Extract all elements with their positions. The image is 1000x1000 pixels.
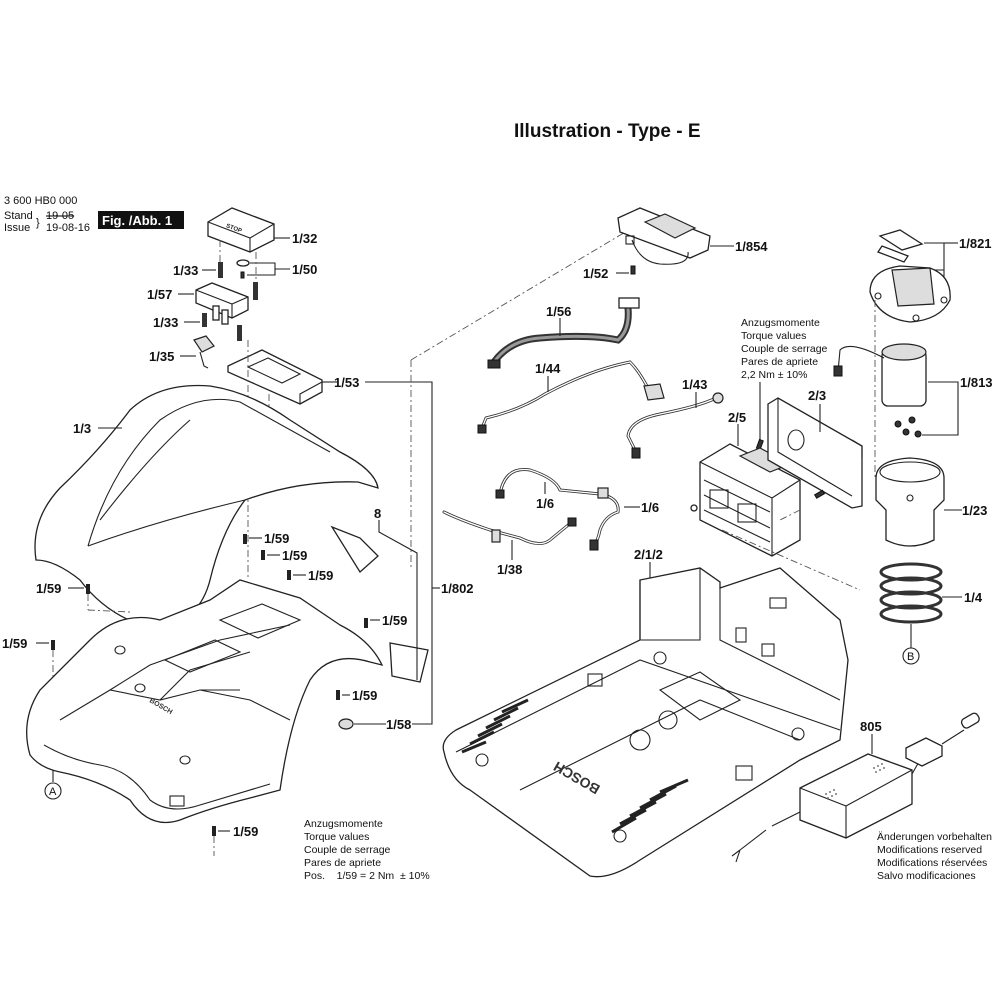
label-1-50: 1/50 [292, 262, 317, 277]
label-1-3: 1/3 [73, 421, 91, 436]
label-2-1-2: 2/1/2 [634, 547, 663, 562]
label-2-5: 2/5 [728, 410, 746, 425]
label-1-59-b: 1/59 [282, 548, 307, 563]
part-1-23-motor-housing [875, 457, 945, 547]
label-1-854: 1/854 [735, 239, 768, 254]
torque-note-lower-line-1: Anzugsmomente [304, 818, 383, 830]
label-1-23: 1/23 [962, 503, 987, 518]
torque-note-lower-line-4: Pares de apriete [304, 857, 381, 869]
torque-note-lower-line-5: Pos. 1/59 = 2 Nm ± 10% [304, 870, 430, 882]
label-8: 8 [374, 506, 381, 521]
torque-note-upper-line-3: Couple de serrage [741, 343, 828, 355]
modifications-note-line-4: Salvo modificaciones [877, 870, 976, 882]
issue-value: 19-08-16 [46, 222, 90, 234]
screw-group-1-59 [51, 534, 368, 836]
part-1-4-spring [879, 562, 943, 624]
part-1-35-latch [193, 335, 215, 369]
part-2-5-control-module [690, 443, 801, 557]
label-1-58: 1/58 [386, 717, 411, 732]
label-1-44: 1/44 [535, 361, 561, 376]
torque-note-lower-line-2: Torque values [304, 831, 369, 843]
label-1-59-c: 1/59 [308, 568, 333, 583]
part-1-32-cover: STOP [207, 207, 275, 253]
stand-label: Stand [4, 210, 33, 222]
torque-note-upper: Anzugsmomente Torque values Couple de se… [741, 317, 828, 381]
part-1-57-switch [195, 282, 249, 325]
label-1-32: 1/32 [292, 231, 317, 246]
torque-note-upper-line-4: Pares de apriete [741, 356, 818, 368]
modifications-note: Änderungen vorbehalten Modifications res… [877, 831, 992, 882]
part-1-50-screw [240, 271, 245, 279]
part-lower-housing: BOSCH [26, 579, 384, 824]
label-1-56: 1/56 [546, 304, 571, 319]
modifications-note-line-1: Änderungen vorbehalten [877, 831, 992, 843]
part-1-44-cable [477, 360, 665, 434]
modifications-note-line-3: Modifications réservées [877, 857, 987, 869]
part-1-50-washer [236, 259, 250, 267]
torque-note-upper-line-5: 2,2 Nm ± 10% [741, 369, 807, 381]
label-1-6-a: 1/6 [536, 496, 554, 511]
part-1-58-cap [338, 718, 354, 730]
torque-note-lower: Anzugsmomente Torque values Couple de se… [304, 818, 430, 882]
label-1-59-e: 1/59 [382, 613, 407, 628]
label-1-43: 1/43 [682, 377, 707, 392]
label-805: 805 [860, 719, 882, 734]
label-1-52: 1/52 [583, 266, 608, 281]
torque-note-upper-line-2: Torque values [741, 330, 806, 342]
part-1-38-cable [442, 510, 577, 545]
label-1-813: 1/813 [960, 375, 993, 390]
label-1-33-lower: 1/33 [153, 315, 178, 330]
stop-label-mark: STOP [225, 223, 242, 234]
label-1-59-g: 1/59 [352, 688, 377, 703]
part-8-sticker-1 [330, 525, 379, 573]
label-1-38: 1/38 [497, 562, 522, 577]
page-title: Illustration - Type - E [514, 121, 701, 142]
label-1-4: 1/4 [964, 590, 983, 605]
figure-label-box [98, 211, 184, 229]
part-1-854-board [617, 207, 711, 265]
modifications-note-line-2: Modifications reserved [877, 844, 982, 856]
label-1-53: 1/53 [334, 375, 359, 390]
marker-b [902, 647, 920, 665]
part-1-56-ribbon-cable [487, 297, 640, 369]
part-1-813-motor [833, 343, 927, 438]
part-1-6-cables [495, 468, 620, 551]
label-1-33-upper: 1/33 [173, 263, 198, 278]
part-2-3-cover-plate [767, 397, 863, 509]
stand-value: 19-05 [46, 210, 74, 222]
part-1-43-cable [626, 392, 724, 459]
label-1-59-f: 1/59 [2, 636, 27, 651]
label-1-6-b: 1/6 [641, 500, 659, 515]
label-1-59-a: 1/59 [264, 531, 289, 546]
label-1-57: 1/57 [147, 287, 172, 302]
label-1-35: 1/35 [149, 349, 174, 364]
part-number: 3 600 HB0 000 [4, 195, 77, 207]
figure-label: Fig. /Abb. 1 [102, 213, 172, 228]
part-1-821-label-pieces [877, 229, 924, 263]
part-1-33-spring-lower [202, 313, 207, 327]
marker-a-text: A [49, 786, 57, 798]
marker-b-text: B [907, 651, 914, 663]
label-1-802: 1/802 [441, 581, 474, 596]
brace-icon: } [36, 217, 40, 229]
label-1-59-d: 1/59 [36, 581, 61, 596]
part-805-power-supply [731, 712, 980, 863]
part-2-1-2-chassis-base: BOSCH [442, 567, 849, 878]
part-motor-cover [869, 265, 951, 323]
part-1-33-spring-upper [218, 262, 258, 300]
torque-note-upper-line-1: Anzugsmomente [741, 317, 820, 329]
part-1-53-panel [227, 349, 323, 405]
part-1-52-screw [630, 265, 636, 275]
label-2-3: 2/3 [808, 388, 826, 403]
marker-a [44, 782, 62, 800]
label-1-59-h: 1/59 [233, 824, 258, 839]
label-1-821: 1/821 [959, 236, 992, 251]
issue-label: Issue [4, 222, 30, 234]
torque-note-lower-line-3: Couple de serrage [304, 844, 391, 856]
part-8-sticker-2 [389, 642, 429, 683]
